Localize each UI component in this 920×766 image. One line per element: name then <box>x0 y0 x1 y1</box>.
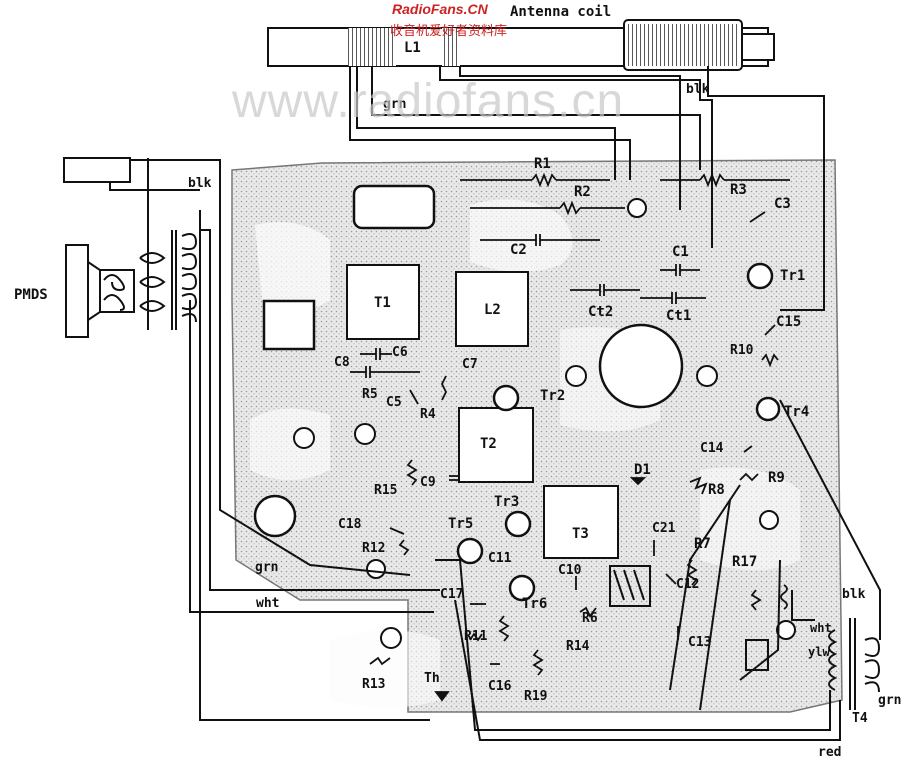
label-grn-left: grn <box>255 560 278 575</box>
wiring-harness <box>109 66 881 741</box>
watermark-url: www.radiofans.cn <box>232 75 625 128</box>
label-c16: C16 <box>488 679 512 694</box>
label-r14: R14 <box>566 639 590 654</box>
label-r17: R17 <box>732 554 757 570</box>
label-tr4: Tr4 <box>784 404 809 420</box>
label-r1: R1 <box>534 156 551 172</box>
label-grn-top: grn <box>383 97 406 112</box>
label-t2: T2 <box>480 436 497 452</box>
label-r5: R5 <box>362 387 378 402</box>
label-r13: R13 <box>362 677 385 692</box>
label-c14: C14 <box>700 441 724 456</box>
label-antenna-coil: Antenna coil <box>510 4 611 20</box>
label-d1: D1 <box>634 462 651 478</box>
label-r12: R12 <box>362 541 385 556</box>
label-tr2: Tr2 <box>540 388 565 404</box>
label-c3: C3 <box>774 196 791 212</box>
component-labels: Antenna coil L1 blk grn blk PMDS R1 R2 R… <box>14 4 901 760</box>
label-c11: C11 <box>488 551 512 566</box>
label-c13: C13 <box>688 635 711 650</box>
speaker-assembly <box>63 157 198 338</box>
label-wht-left: wht <box>256 596 279 611</box>
label-c17: C17 <box>440 587 463 602</box>
transformer-t4 <box>828 618 881 710</box>
label-blk-top: blk <box>686 82 710 97</box>
label-r19: R19 <box>524 689 547 704</box>
label-l1: L1 <box>404 40 421 56</box>
label-r7: R7 <box>694 536 711 552</box>
label-c8: C8 <box>334 355 350 370</box>
label-c1: C1 <box>672 244 689 260</box>
label-blk-speaker: blk <box>188 176 212 191</box>
label-r15: R15 <box>374 483 397 498</box>
label-c6: C6 <box>392 345 408 360</box>
label-red: red <box>818 745 841 760</box>
label-tr3: Tr3 <box>494 494 519 510</box>
antenna-coil <box>267 19 775 71</box>
label-th: Th <box>424 671 440 686</box>
label-c9: C9 <box>420 475 436 490</box>
label-ylw-t4: ylw <box>808 645 830 659</box>
label-tr1: Tr1 <box>780 268 805 284</box>
label-grn-right: grn <box>878 693 901 708</box>
label-t3: T3 <box>572 526 589 542</box>
label-blk-right: blk <box>842 587 866 602</box>
watermark-chinese: 收音机爱好者资料库 <box>390 23 508 38</box>
label-r8: R8 <box>708 482 725 498</box>
label-r4: R4 <box>420 407 436 422</box>
label-l2: L2 <box>484 302 501 318</box>
label-wht-t4: wht <box>810 621 832 635</box>
label-c10: C10 <box>558 563 582 578</box>
if-transformers <box>346 264 769 671</box>
label-r11: R11 <box>464 629 488 644</box>
volume-control <box>609 565 651 607</box>
label-t1: T1 <box>374 295 391 311</box>
watermark-brand: RadioFans.CN <box>392 1 488 17</box>
label-c2: C2 <box>510 242 527 258</box>
label-c7: C7 <box>462 357 478 372</box>
label-r6: R6 <box>582 611 598 626</box>
resistors <box>369 172 790 676</box>
label-c5: C5 <box>386 395 402 410</box>
label-pmds: PMDS <box>14 287 48 303</box>
capacitors <box>350 211 776 702</box>
label-ct2: Ct2 <box>588 304 613 320</box>
label-c18: C18 <box>338 517 362 532</box>
transistors <box>456 262 781 602</box>
label-r10: R10 <box>730 343 754 358</box>
pcb-board <box>231 159 843 713</box>
label-c21: C21 <box>652 521 676 536</box>
label-r9: R9 <box>768 470 785 486</box>
label-r3: R3 <box>730 182 747 198</box>
label-tr6: Tr6 <box>522 596 547 612</box>
label-t4: T4 <box>852 711 868 726</box>
label-c12: C12 <box>676 577 699 592</box>
label-ct1: Ct1 <box>666 308 691 324</box>
label-c15: C15 <box>776 314 801 330</box>
label-r2: R2 <box>574 184 591 200</box>
label-tr5: Tr5 <box>448 516 473 532</box>
